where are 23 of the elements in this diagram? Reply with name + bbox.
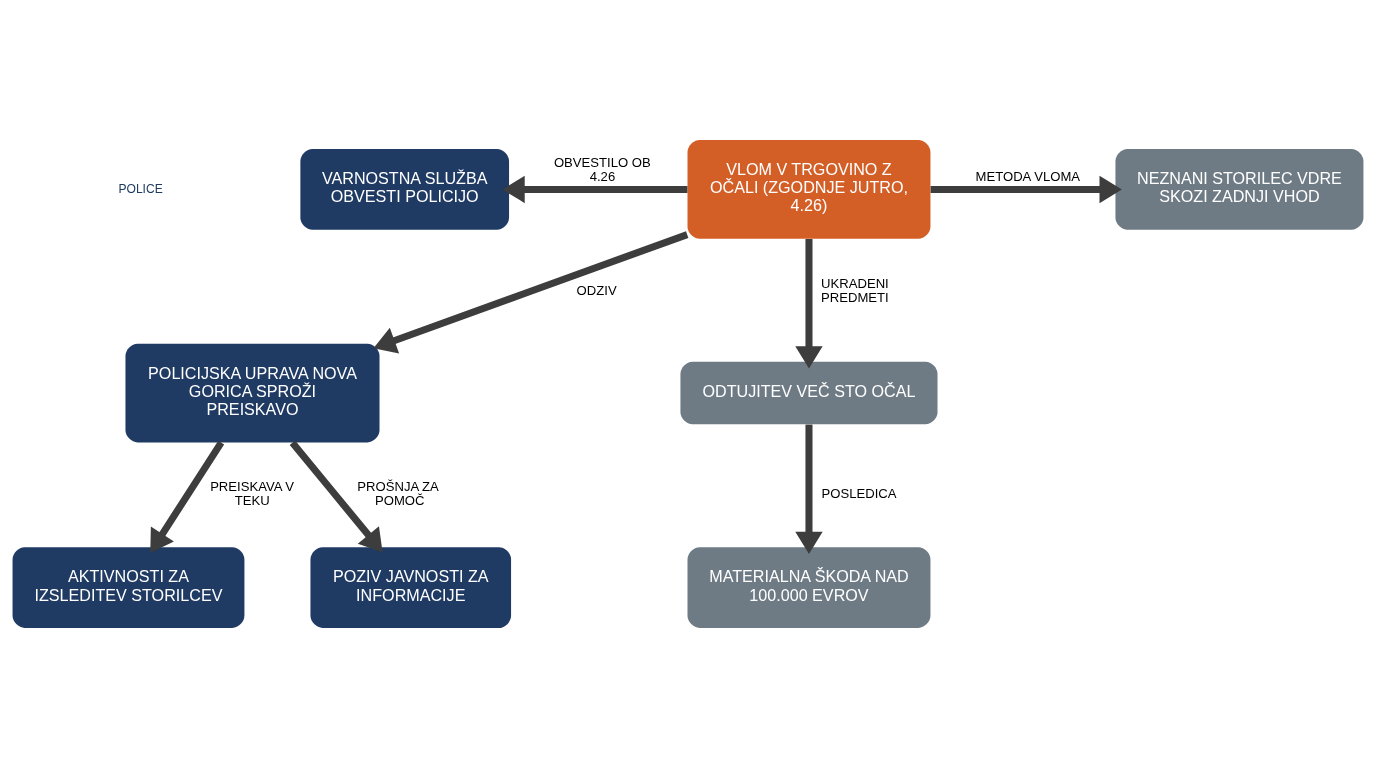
edge-label: PROŠNJA ZA POMOČ: [357, 479, 439, 509]
edge-label: METODA VLOMA: [975, 168, 1081, 184]
node-box: AKTIVNOSTI ZA IZSLEDITEV STORILCEV: [12, 547, 245, 628]
arrow: [795, 424, 823, 555]
node-box: NEZNANI STORILEC VDRE SKOZI ZADNJI VHOD: [1115, 149, 1364, 230]
arrow: [502, 175, 688, 204]
edge-label: ODZIV: [576, 282, 617, 298]
node-box: VARNOSTNA SLUŽBA OBVESTI POLICIJO: [300, 149, 510, 230]
arrow: [795, 239, 823, 369]
arrow: [150, 440, 225, 553]
node-box: POLICIJSKA UPRAVA NOVA GORICA SPROŽI PREISKAVO: [125, 343, 380, 443]
arrow: [373, 231, 689, 354]
edge-label: UKRADENI PREDMETI: [821, 275, 889, 305]
arrow: [289, 440, 383, 553]
label: POLICE: [118, 181, 163, 196]
node-box: VLOM V TRGOVINO Z OČALI (ZGODNJE JUTRO, 4.26): [687, 140, 931, 239]
edge-label: OBVESTILO OB 4.26: [553, 154, 651, 184]
edge-label: PREISKAVA V TEKU: [210, 479, 295, 509]
node-box: ODTUJITEV VEČ STO OČAL: [680, 361, 938, 425]
arrow: [930, 175, 1122, 204]
node-box: MATERIALNA ŠKODA NAD 100.000 EVROV: [687, 547, 931, 628]
edge-label: POSLEDICA: [821, 486, 897, 502]
node-box: POZIV JAVNOSTI ZA INFORMACIJE: [310, 547, 512, 628]
